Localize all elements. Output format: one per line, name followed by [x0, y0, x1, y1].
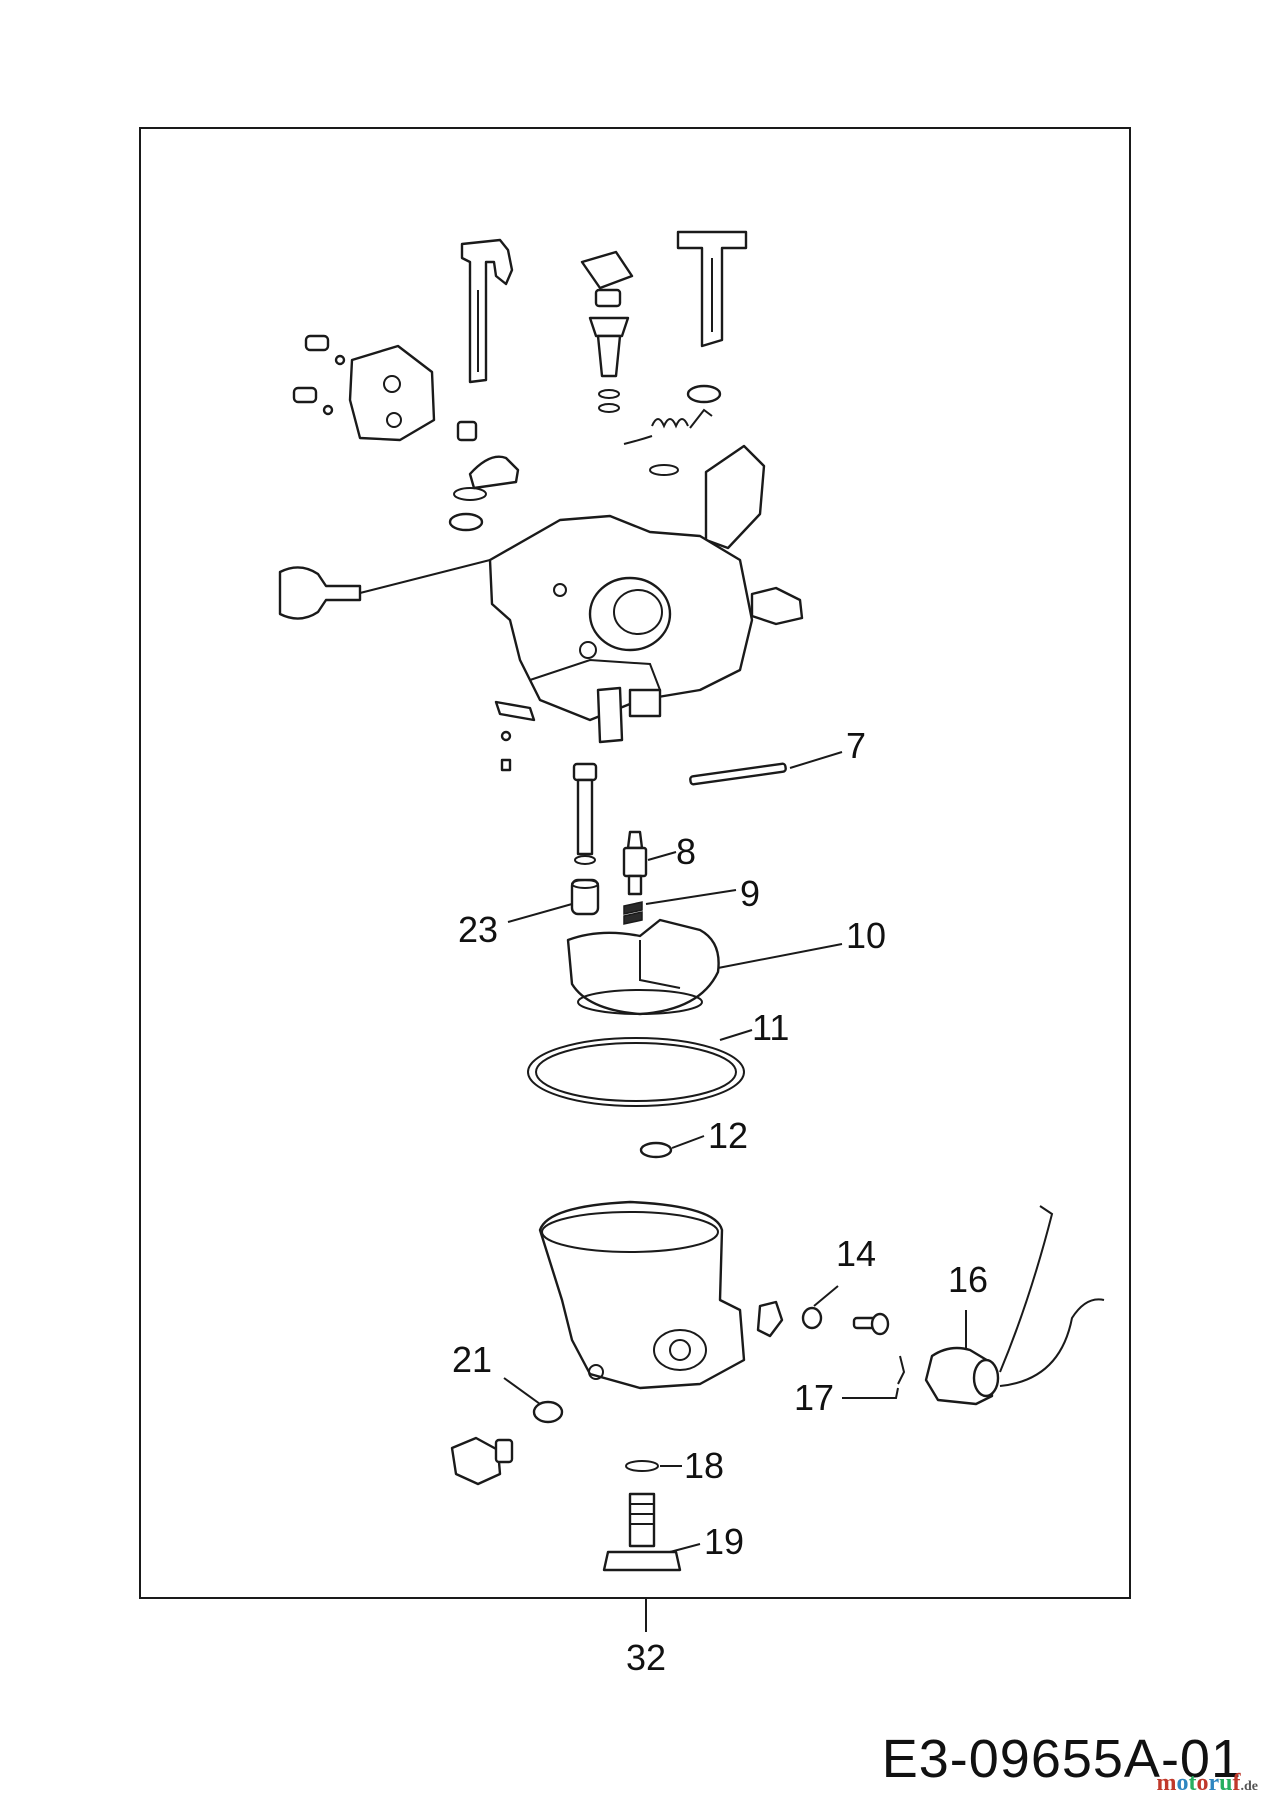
float-pin-part-7: [689, 762, 787, 786]
leader-14: [813, 1285, 839, 1307]
watermark-text: motoruf: [1156, 1770, 1240, 1796]
callout-17: 17: [794, 1377, 835, 1418]
leader-17: [842, 1387, 899, 1399]
watermark-letter: t: [1188, 1770, 1197, 1796]
float-bowl-gasket-part-11: [527, 1037, 745, 1107]
screw-part: [304, 334, 346, 366]
watermark-logo: motoruf.de: [1156, 1770, 1258, 1797]
oring-part-18: [625, 1460, 659, 1472]
callout-11: 11: [752, 1007, 790, 1048]
watermark-letter: r: [1208, 1770, 1220, 1796]
callout-12: 12: [708, 1115, 749, 1156]
idle-knob-part: [278, 559, 491, 620]
choke-plate-part: [348, 344, 436, 442]
fuel-valve-part: [580, 250, 634, 413]
callout-8: 8: [676, 831, 697, 872]
washer-part-12: [639, 1141, 673, 1159]
watermark-letter: o: [1176, 1770, 1189, 1796]
solenoid-screw: [852, 1312, 890, 1336]
small-screw: [500, 758, 512, 772]
leader-12: [671, 1135, 705, 1149]
leader-8: [647, 851, 677, 861]
watermark-letter: f: [1232, 1770, 1241, 1796]
washer-part-14: [801, 1306, 823, 1330]
watermark-letter: m: [1156, 1770, 1177, 1796]
float-part-10: [566, 918, 720, 1016]
pilot-screw-part: [448, 420, 520, 532]
throttle-spring-part: [623, 408, 713, 445]
bowl-bolt-part-19: [602, 1492, 682, 1572]
watermark-suffix: .de: [1240, 1779, 1259, 1794]
callout-23: 23: [458, 909, 499, 950]
leader-7: [789, 751, 843, 769]
carburetor-body: [488, 514, 804, 744]
float-bowl-gasket-inner: [535, 1042, 737, 1102]
throttle-shaft-part: [676, 230, 748, 348]
callout-21: 21: [452, 1339, 493, 1380]
float-needle-part-8: [622, 830, 648, 896]
leader-23: [507, 903, 573, 923]
callout-7: 7: [846, 725, 867, 766]
washer-part-21: [532, 1400, 564, 1424]
main-jet-part-23: [570, 878, 600, 916]
throttle-seal-ring: [686, 384, 722, 404]
drain-bolt-part: [450, 1436, 514, 1486]
choke-shaft-part: [460, 238, 514, 384]
nut-part: [756, 1300, 784, 1338]
leader-9: [645, 889, 737, 905]
callout-16: 16: [948, 1259, 989, 1300]
leader-19: [669, 1543, 701, 1553]
spring-part-9: [623, 901, 643, 925]
small-screw: [500, 730, 512, 742]
leader-11: [719, 1029, 753, 1041]
solenoid-part-16: [924, 1205, 1105, 1406]
float-pin-clip: [494, 700, 536, 722]
callout-32: 32: [626, 1637, 667, 1678]
document-id: E3-09655A-01: [881, 1729, 1242, 1789]
callout-18: 18: [684, 1445, 725, 1486]
screw-part: [292, 386, 334, 416]
spring-washer: [649, 464, 679, 476]
float-bowl: [538, 1200, 746, 1390]
watermark-letter: u: [1219, 1770, 1233, 1796]
leader-21: [503, 1377, 541, 1405]
gasket-plate-part: [704, 444, 766, 550]
callout-9: 9: [740, 873, 761, 914]
leader-10: [717, 943, 843, 969]
diagram-frame: [139, 127, 1131, 1599]
callout-19: 19: [704, 1521, 745, 1562]
callout-10: 10: [846, 915, 887, 956]
watermark-letter: o: [1196, 1770, 1209, 1796]
callout-14: 14: [836, 1233, 877, 1274]
pin-part-17: [897, 1355, 906, 1385]
main-nozzle-part: [572, 762, 598, 865]
